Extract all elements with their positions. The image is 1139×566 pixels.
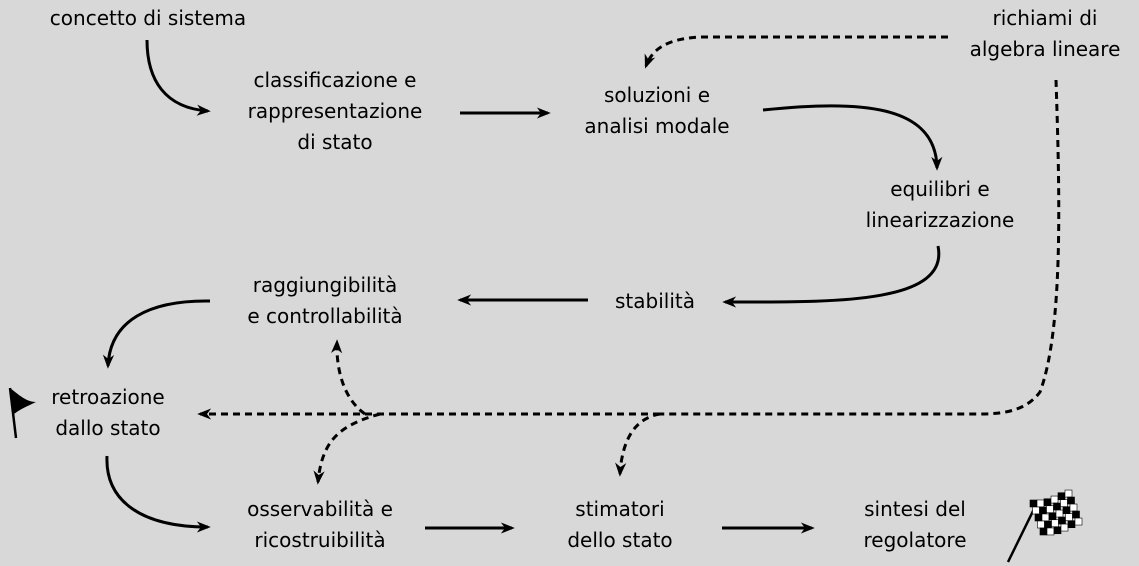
- node-raggiungibilita: raggiungibilità e controllabilità: [220, 270, 430, 332]
- dashed-arrow-to-stimatori: [615, 412, 661, 477]
- node-label-line: soluzioni e: [603, 83, 711, 107]
- arrow-retroazione-osservabilita: [105, 455, 211, 533]
- node-label-line: rappresentazione: [247, 99, 423, 123]
- arrow-raggiungibilita-retroazione: [102, 299, 211, 369]
- node-label-line: sintesi del: [864, 497, 966, 521]
- node-label-line: classificazione e: [253, 68, 417, 92]
- node-richiami-algebra-lineare: richiami di algebra lineare: [955, 3, 1135, 65]
- arrow-soluzioni-equilibri: [762, 104, 943, 171]
- node-soluzioni: soluzioni e analisi modale: [552, 80, 762, 142]
- node-label-line: equilibri e: [890, 177, 990, 201]
- node-label-line: stabilità: [615, 289, 695, 313]
- node-label-line: analisi modale: [584, 114, 730, 138]
- start-flag-icon: [8, 387, 36, 439]
- node-label-line: ricostruibilità: [254, 528, 386, 552]
- dashed-arrow-to-raggiungibilita: [331, 339, 366, 416]
- node-label-line: richiami di: [992, 6, 1098, 30]
- arrow-equilibri-stabilita: [722, 245, 941, 308]
- node-retroazione: retroazione dallo stato: [38, 382, 178, 444]
- node-equilibri: equilibri e linearizzazione: [835, 174, 1045, 236]
- node-label-line: osservabilità e: [247, 497, 393, 521]
- node-stabilita: stabilità: [590, 286, 720, 317]
- node-osservabilita: osservabilità e ricostruibilità: [220, 494, 420, 556]
- node-concetto-di-sistema: concetto di sistema: [18, 3, 278, 34]
- dashed-arrow-to-osservabilita: [313, 412, 381, 485]
- arrow-concetto-classificazione: [145, 39, 211, 116]
- node-label-line: regolatore: [863, 528, 967, 552]
- node-stimatori: stimatori dello stato: [530, 494, 710, 556]
- node-label-line: retroazione: [51, 385, 165, 409]
- node-label-line: dallo stato: [55, 416, 161, 440]
- node-sintesi: sintesi del regolatore: [835, 494, 995, 556]
- node-label-line: dello stato: [567, 528, 673, 552]
- node-label-line: algebra lineare: [969, 37, 1121, 61]
- checkered-flag-icon: [1006, 489, 1083, 563]
- node-label-line: di stato: [297, 130, 373, 154]
- node-label-line: concetto di sistema: [49, 6, 247, 30]
- node-classificazione: classificazione e rappresentazione di stat…: [215, 65, 455, 158]
- dashed-line-richiami-down: [660, 79, 1061, 416]
- node-label-line: e controllabilità: [247, 304, 403, 328]
- node-label-line: raggiungibilità: [252, 273, 398, 297]
- dashed-arrow-richiami-soluzioni: [644, 35, 948, 69]
- node-label-line: stimatori: [575, 497, 665, 521]
- node-label-line: linearizzazione: [865, 208, 1015, 232]
